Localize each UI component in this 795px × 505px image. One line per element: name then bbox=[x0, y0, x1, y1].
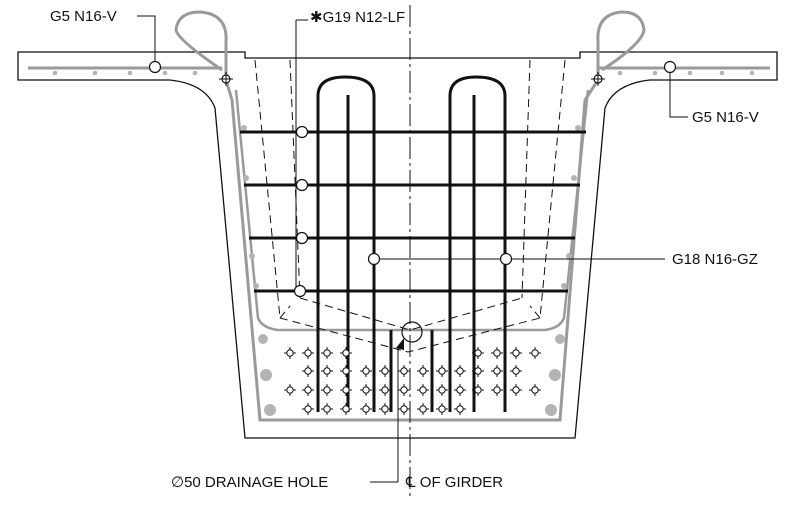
bar-symbol bbox=[398, 384, 410, 396]
bar-symbol bbox=[417, 365, 429, 377]
flange-bars-right bbox=[598, 66, 770, 76]
stirrup-grey-inner bbox=[234, 89, 590, 332]
bar-symbol bbox=[436, 403, 448, 415]
bar-symbol bbox=[529, 347, 541, 359]
bar-symbol bbox=[360, 365, 372, 377]
g19-leader bbox=[293, 19, 309, 298]
bar-symbol bbox=[321, 384, 333, 396]
bar-symbol bbox=[529, 384, 541, 396]
bar-symbol bbox=[491, 347, 503, 359]
bar-symbol bbox=[454, 403, 466, 415]
bar-symbol bbox=[340, 365, 352, 377]
bar-symbol bbox=[302, 347, 314, 359]
bar-symbol bbox=[436, 365, 448, 377]
drainage-hole bbox=[401, 321, 423, 343]
bar-symbol bbox=[417, 403, 429, 415]
bar-symbol bbox=[379, 384, 391, 396]
bar-symbol bbox=[360, 384, 372, 396]
label-g19: ✱G19 N12-LF bbox=[310, 9, 405, 26]
bar-symbol bbox=[284, 384, 296, 396]
label-g5-right: G5 N16-V bbox=[692, 109, 759, 126]
label-girder-centerline: ℄ OF GIRDER bbox=[405, 474, 503, 491]
bar-symbol bbox=[472, 347, 484, 359]
u-bars bbox=[316, 75, 507, 412]
bar-symbol bbox=[472, 384, 484, 396]
label-drainage-hole: ∅50 DRAINAGE HOLE bbox=[171, 474, 328, 491]
bar-symbol bbox=[398, 365, 410, 377]
bar-symbol bbox=[379, 403, 391, 415]
g5-right-leader bbox=[663, 60, 688, 118]
bar-symbol bbox=[454, 384, 466, 396]
g18-leader bbox=[367, 252, 665, 266]
g5-left-leader bbox=[137, 15, 162, 74]
bar-symbol bbox=[472, 365, 484, 377]
bar-symbol bbox=[302, 403, 314, 415]
bar-symbol bbox=[340, 403, 352, 415]
label-g5-left: G5 N16-V bbox=[50, 8, 117, 25]
bar-symbol bbox=[491, 365, 503, 377]
bar-symbol bbox=[321, 365, 333, 377]
bar-symbol bbox=[436, 384, 448, 396]
bar-symbol bbox=[340, 347, 352, 359]
bar-symbol bbox=[340, 384, 352, 396]
flange-corner-markers bbox=[219, 72, 605, 86]
label-g18: G18 N16-GZ bbox=[672, 251, 758, 268]
concrete-outline bbox=[17, 51, 778, 439]
drainage-arrowhead bbox=[396, 338, 404, 350]
flange-bars-left bbox=[28, 66, 222, 76]
corner-bars bbox=[241, 125, 581, 416]
bar-symbol bbox=[302, 384, 314, 396]
bar-symbol bbox=[321, 347, 333, 359]
bar-symbol bbox=[321, 403, 333, 415]
bar-symbol bbox=[510, 365, 522, 377]
bottom-bar-grid bbox=[284, 347, 541, 415]
dashed-lines bbox=[254, 59, 566, 353]
short-vertical-bars bbox=[346, 95, 476, 412]
bar-symbol bbox=[284, 347, 296, 359]
bar-symbol bbox=[510, 384, 522, 396]
bar-symbol bbox=[302, 365, 314, 377]
bar-symbol bbox=[491, 384, 503, 396]
bar-symbol bbox=[360, 403, 372, 415]
bar-symbol bbox=[417, 384, 429, 396]
bar-symbol bbox=[510, 347, 522, 359]
bar-symbol bbox=[398, 403, 410, 415]
bar-symbol bbox=[454, 365, 466, 377]
horizontal-bars bbox=[240, 130, 586, 293]
bar-symbol bbox=[379, 365, 391, 377]
